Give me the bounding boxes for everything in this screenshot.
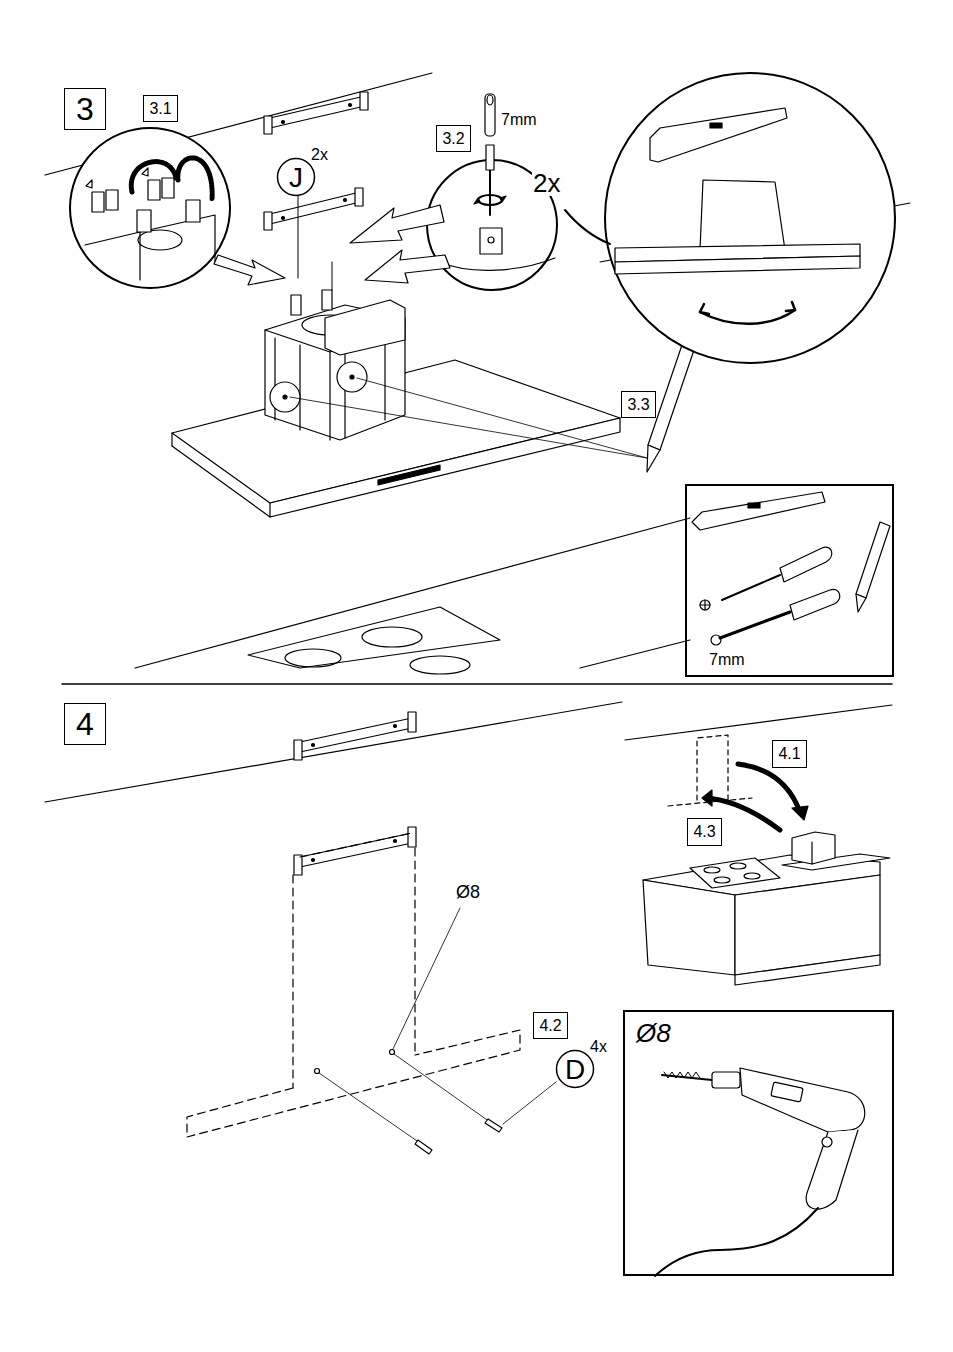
node-text: 7mm <box>708 652 746 668</box>
callout-number: 4.1 <box>772 740 807 768</box>
drill <box>655 1068 865 1276</box>
dimension-label: Ø8 <box>455 883 481 901</box>
hood-body <box>265 290 405 440</box>
node-text: 4.3 <box>693 824 715 840</box>
quantity-label: 4x <box>590 1039 607 1055</box>
tool-set <box>692 492 890 645</box>
dimension-label: 7mm <box>500 112 538 128</box>
part-letter: J <box>289 164 303 192</box>
callout-number: 4.2 <box>533 1012 568 1039</box>
detail-panel <box>625 705 892 985</box>
wall-plug <box>415 1119 502 1154</box>
quantity-label: 2x <box>532 170 561 196</box>
wall-bracket <box>294 712 416 760</box>
tools-panel: 7mm <box>685 484 894 677</box>
node-text: 3 <box>76 93 94 125</box>
step-number: 3 <box>64 88 106 130</box>
burner <box>285 649 341 667</box>
mark-line <box>290 397 647 458</box>
counter-edge <box>135 518 690 668</box>
callout-number: 3.2 <box>436 125 471 152</box>
burner <box>410 656 470 674</box>
node-text: 4.2 <box>539 1018 561 1034</box>
step-divider <box>62 683 892 685</box>
node-text: 3.2 <box>442 131 464 147</box>
drill-panel: Ø8 <box>623 1010 894 1276</box>
detail-circle <box>70 128 230 288</box>
detail-circle <box>565 73 895 363</box>
node-text: Ø8 <box>635 1020 672 1046</box>
wall-bracket <box>264 188 363 230</box>
hood-outline <box>187 833 520 1137</box>
node-text: 4.1 <box>778 746 800 762</box>
callout-number: 4.3 <box>687 818 722 846</box>
direction-arrow <box>365 250 450 283</box>
screwdriver <box>485 94 495 170</box>
wall-bracket <box>264 92 368 134</box>
callout-number: 3.3 <box>621 391 656 418</box>
leader-line <box>394 1054 490 1122</box>
leader-line <box>503 1082 556 1124</box>
wall-bracket <box>294 827 416 875</box>
direction-arrow <box>214 255 285 285</box>
callout-number: 3.1 <box>143 95 178 122</box>
part-circle: J2x <box>276 157 316 197</box>
counter-edge <box>580 640 690 668</box>
node-text: 4 <box>76 708 94 740</box>
burner <box>362 627 422 647</box>
screw-line <box>332 262 333 290</box>
quantity-label: 2x <box>311 147 328 163</box>
screw-line <box>298 196 299 278</box>
mark-line <box>357 378 647 458</box>
leader-line <box>319 1073 420 1143</box>
direction-arrow <box>350 205 444 243</box>
leader-line <box>393 908 460 1049</box>
step-number: 4 <box>64 703 106 745</box>
node-text: 3.3 <box>627 397 649 413</box>
wall-edge <box>45 702 622 802</box>
node-text: 3.1 <box>149 101 171 117</box>
part-letter: D <box>565 1056 585 1084</box>
part-circle: D4x <box>555 1049 595 1089</box>
